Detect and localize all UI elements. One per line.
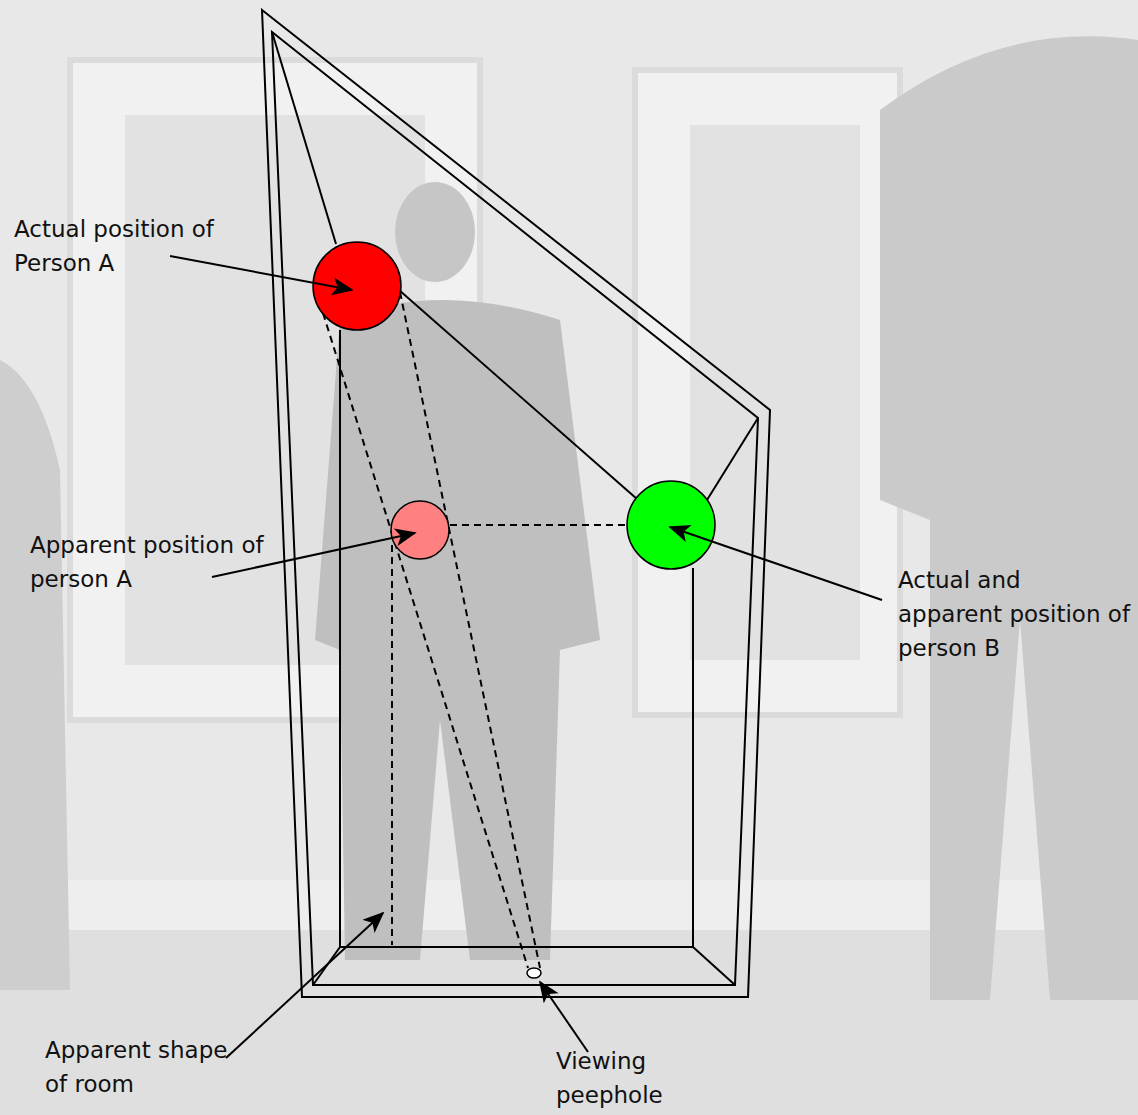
- back-wall-top: [399, 290, 637, 499]
- photo-man-body: [315, 300, 600, 960]
- back-wall-edge: [692, 568, 694, 947]
- ceiling-corner-line: [272, 32, 336, 244]
- callout-label: Apparent shape of room: [45, 1033, 245, 1101]
- floor-corner: [693, 947, 735, 985]
- callout-label: Apparent position of person A: [30, 528, 275, 596]
- person-b: [627, 481, 715, 569]
- photo-window-pane: [685, 120, 865, 665]
- leader-arrow: [540, 982, 588, 1052]
- room-outline: [262, 10, 770, 997]
- photo-tall-man: [880, 36, 1138, 1000]
- leader-arrow: [670, 527, 882, 600]
- apparent-wall-line: [391, 545, 393, 945]
- ceiling-corner-line: [707, 418, 758, 500]
- leader-arrows: [170, 256, 882, 1058]
- person-a-apparent: [391, 501, 449, 559]
- callout-label: Actual position of Person A: [14, 212, 254, 280]
- callout-label: Viewing peephole: [556, 1044, 681, 1112]
- photo-window: [635, 70, 900, 715]
- leader-arrow: [226, 913, 383, 1058]
- leader-arrow: [170, 256, 352, 290]
- callout-label: Actual and apparent position of person B: [898, 563, 1132, 665]
- sight-lines: [323, 292, 626, 968]
- viewing-peephole: [527, 968, 541, 978]
- back-wall-edge: [339, 330, 341, 947]
- room-outer-wall: [262, 10, 770, 997]
- room-inner-wall: [272, 32, 758, 985]
- photo-man-head: [395, 182, 475, 282]
- apparent-level-line: [450, 524, 626, 526]
- photo-person-edge: [0, 360, 70, 990]
- sight-line: [400, 292, 540, 968]
- back-wall-floor: [340, 946, 693, 948]
